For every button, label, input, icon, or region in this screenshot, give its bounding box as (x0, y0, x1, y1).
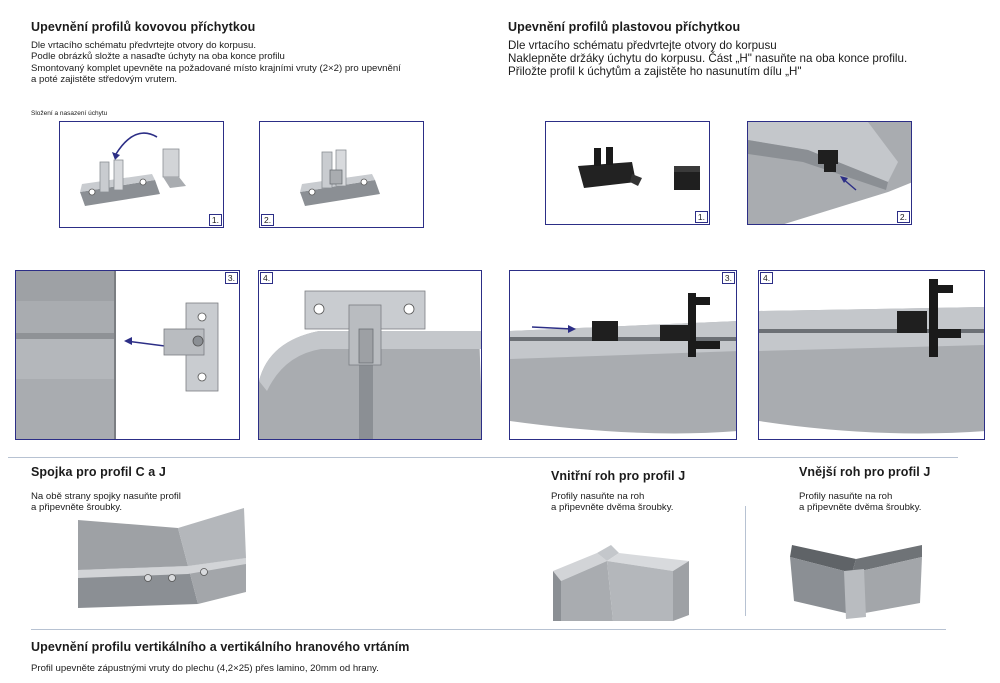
h-part-on-profile-illustration (748, 122, 911, 224)
step-number: 2. (261, 214, 275, 226)
plastic-instruction-line: Dle vrtacího schématu předvrtejte otvory… (508, 39, 777, 52)
outer-corner-line: a připevněte dvěma šroubky. (799, 502, 922, 514)
plastic-instruction-line: Naklepněte držáky úchytu do korpusu. Čás… (508, 52, 908, 66)
plastic-step-2-panel: 2. (747, 121, 912, 225)
plastic-instruction-line: Přiložte profil k úchytům a zajistěte ho… (508, 65, 802, 79)
coupler-line: a připevněte šroubky. (31, 502, 123, 514)
metal-step-3-panel: 3. (15, 270, 240, 440)
metal-instruction-line: Dle vrtacího schématu předvrtejte otvory… (31, 40, 257, 51)
step-number: 3. (721, 272, 735, 284)
metal-caption: Složení a nasazení úchytu (31, 110, 108, 117)
metal-step-2-panel: 2. (259, 121, 424, 228)
plastic-step-4-panel: 4. (758, 270, 985, 440)
step-number: 3. (224, 272, 238, 284)
inner-corner-instructions: Profily nasuňte na roh a připevněte dvěm… (551, 491, 673, 514)
step-number: 1. (208, 214, 222, 226)
metal-instruction-line: Smontovaný komplet upevněte na požadovan… (31, 62, 401, 74)
metal-step-1-panel: 1. (59, 121, 224, 228)
outer-corner-title: Vnější roh pro profil J (799, 465, 931, 479)
section-divider (31, 629, 946, 630)
coupler-instructions: Na obě strany spojky nasuňte profil a př… (31, 491, 181, 514)
plastic-step-1-panel: 1. (545, 121, 710, 225)
drilling-title: Upevnění profilu vertikálního a vertikál… (31, 640, 410, 654)
step-number: 1. (694, 211, 708, 223)
plastic-clip-title: Upevnění profilů plastovou příchytkou (508, 20, 741, 34)
arrow-icon (531, 326, 573, 330)
metal-instruction-line: a poté zajistěte středovým vrutem. (31, 74, 178, 86)
inner-corner-title: Vnitřní roh pro profil J (551, 469, 686, 483)
coupler-illustration (78, 508, 246, 608)
outer-corner-instructions: Profily nasuňte na roh a připevněte dvěm… (799, 491, 921, 514)
step-number: 4. (260, 272, 274, 284)
section-divider (8, 457, 958, 458)
metal-clip-title: Upevnění profilů kovovou příchytkou (31, 20, 256, 34)
corner-divider (745, 506, 746, 616)
step-number: 4. (760, 272, 774, 284)
curved-arrow-icon (115, 132, 158, 155)
metal-instruction-line: Podle obrázků složte a nasaďte úchyty na… (31, 51, 285, 63)
profile-locked-on-holder-illustration (759, 279, 984, 434)
plastic-holder-and-h-part-illustration (578, 147, 700, 190)
outer-corner-illustration (790, 545, 922, 619)
profile-slide-onto-holder-illustration (510, 293, 736, 434)
inner-corner-illustration (553, 545, 689, 621)
metal-step-4-panel: 4. (258, 270, 482, 440)
drilling-text: Profil upevněte zápustnými vruty do plec… (31, 663, 379, 674)
coupler-line: Na obě strany spojky nasuňte profil (31, 491, 181, 502)
plastic-step-3-panel: 3. (509, 270, 737, 440)
outer-corner-line: Profily nasuňte na roh (799, 491, 893, 502)
metal-bracket-assembly-illustration (80, 132, 186, 206)
inner-corner-line: Profily nasuňte na roh (551, 491, 645, 502)
metal-clip-instructions: Dle vrtacího schématu předvrtejte otvory… (31, 40, 471, 86)
plastic-clip-instructions: Dle vrtacího schématu předvrtejte otvory… (508, 39, 988, 79)
coupler-title: Spojka pro profil C a J (31, 465, 166, 479)
step-number: 2. (896, 211, 910, 223)
inner-corner-line: a připevněte dvěma šroubky. (551, 502, 674, 514)
bracket-on-profile-illustration (259, 290, 481, 439)
metal-bracket-assembled-illustration (300, 149, 380, 206)
profile-and-bracket-illustration (16, 271, 219, 439)
